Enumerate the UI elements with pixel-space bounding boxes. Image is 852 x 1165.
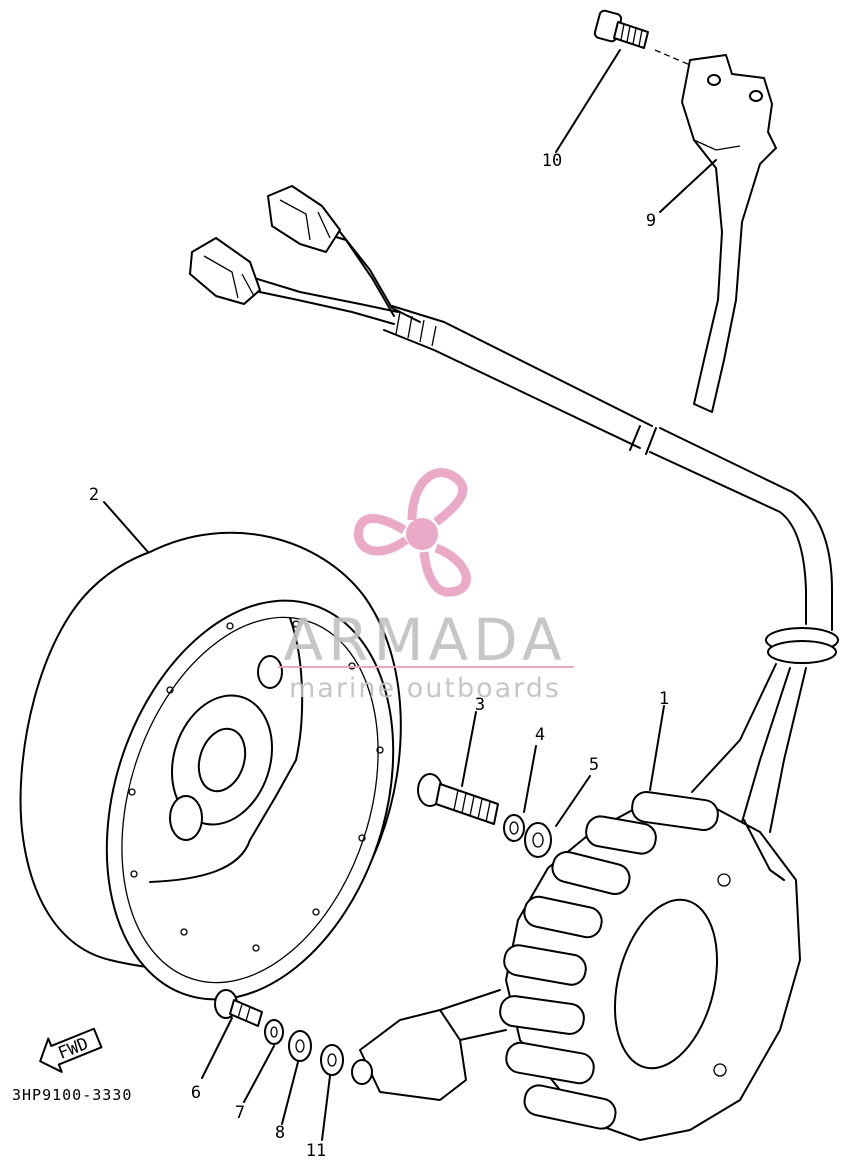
bracket-part-9 [681, 54, 777, 413]
rotor-bolt-holes [128, 620, 384, 952]
leader-lines [103, 49, 717, 1141]
callout-11: 11 [306, 1141, 326, 1161]
lock-washer-part-7 [264, 1019, 284, 1045]
propeller-logo-icon [354, 468, 471, 597]
armada-watermark: ARMADA marine outboards [278, 468, 574, 704]
screw-part-6 [214, 989, 263, 1027]
callout-8: 8 [275, 1123, 285, 1143]
part-code: 3HP9100-3330 [12, 1086, 132, 1104]
stator-poles [499, 790, 719, 1130]
watermark-subtitle: marine outboards [289, 673, 561, 704]
callout-10: 10 [542, 151, 562, 171]
watermark-title: ARMADA [283, 606, 566, 674]
callout-7: 7 [235, 1103, 245, 1123]
washer-part-8 [288, 1030, 312, 1062]
fwd-arrow-icon: FWD [39, 1027, 103, 1073]
callout-5: 5 [589, 755, 599, 775]
wire-harness [189, 185, 839, 833]
callout-4: 4 [535, 725, 545, 745]
lock-washer-part-4 [503, 814, 525, 842]
bolt-part-3 [417, 773, 499, 825]
callout-numbers: 1 2 3 4 5 6 7 8 9 10 11 [89, 151, 669, 1161]
screw-part-10 [593, 9, 649, 49]
flywheel-rotor-part-2 [19, 531, 402, 1001]
callout-1: 1 [659, 689, 669, 709]
stator-part-1 [351, 790, 801, 1141]
callout-3: 3 [475, 695, 485, 715]
washer-part-5 [524, 822, 552, 858]
callout-2: 2 [89, 485, 99, 505]
washer-part-11 [320, 1044, 344, 1076]
callout-9: 9 [646, 211, 656, 231]
callout-6: 6 [191, 1083, 201, 1103]
